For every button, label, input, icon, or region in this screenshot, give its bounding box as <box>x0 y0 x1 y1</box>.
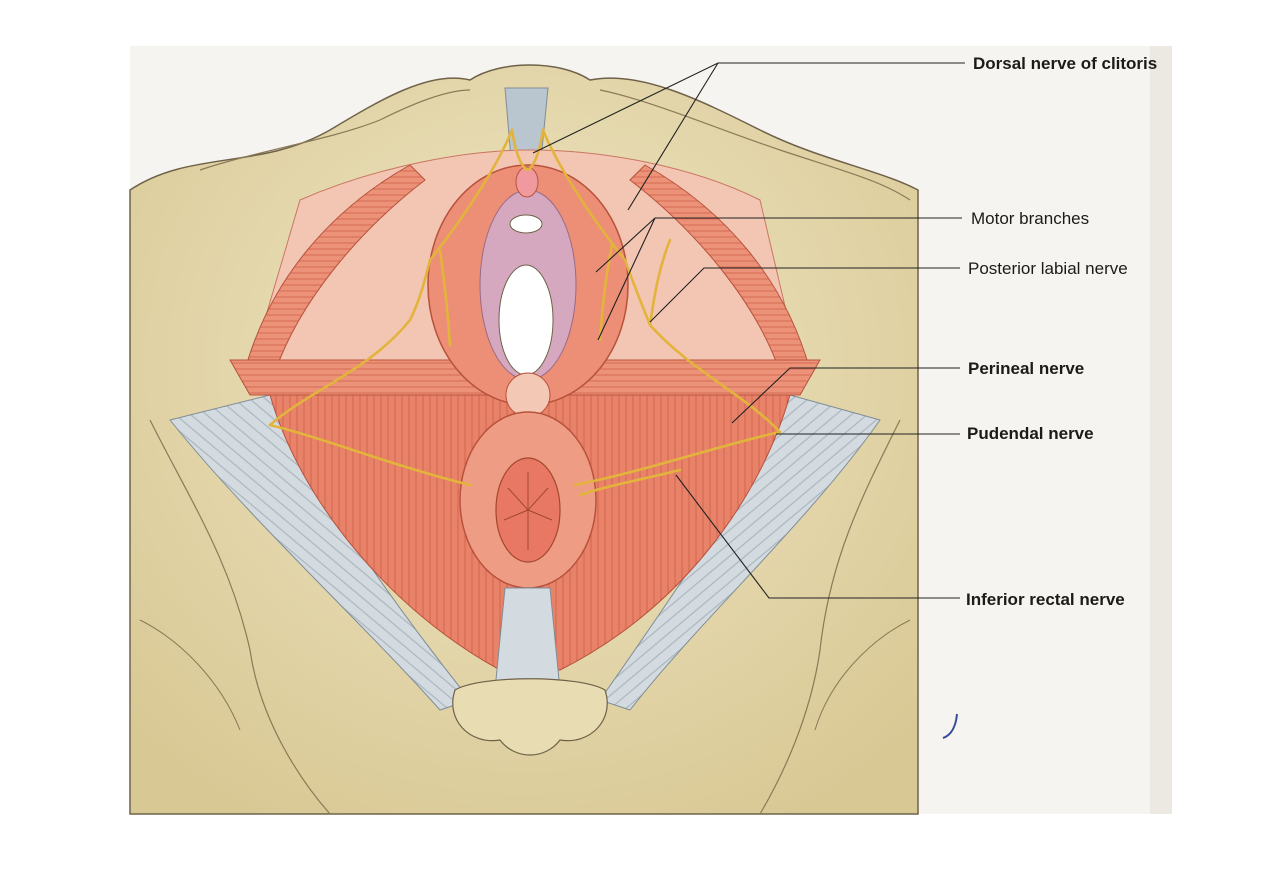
leader-motor-branches <box>595 217 962 341</box>
dorsal-nerve-right <box>541 128 627 262</box>
perineal-nerve-left <box>268 258 432 427</box>
vaginal-opening <box>498 264 554 376</box>
posterior-labial-nerve-right <box>648 238 672 327</box>
leader-perineal-nerve <box>731 367 960 424</box>
leader-dorsal-nerve-of-clitoris <box>532 62 965 211</box>
urethral-opening <box>509 214 543 234</box>
leader-inferior-rectal-nerve <box>675 474 960 599</box>
label-inferior-rectal-nerve: Inferior rectal nerve <box>966 590 1125 609</box>
dorsal-nerve-clitoris <box>510 128 545 172</box>
nerves <box>268 128 782 497</box>
label-posterior-labial-nerve: Posterior labial nerve <box>968 259 1128 278</box>
label-pudendal-nerve: Pudendal nerve <box>967 424 1094 443</box>
ischiocavernosus-left <box>244 164 426 373</box>
motor-branch-right <box>598 243 614 342</box>
anal-folds <box>503 472 553 550</box>
pudendal-nerve-left <box>268 423 472 487</box>
label-motor-branches: Motor branches <box>971 209 1090 228</box>
inferior-rectal-nerve-right <box>578 468 682 497</box>
perineal-body <box>505 372 551 418</box>
anococcygeal-ligament <box>494 587 561 691</box>
leader-posterior-labial-nerve <box>649 267 960 323</box>
dorsal-nerve-left <box>428 128 514 262</box>
motor-branch-left <box>438 248 452 347</box>
clitoris <box>515 166 539 198</box>
label-perineal-nerve: Perineal nerve <box>968 359 1085 378</box>
pen-mark <box>942 713 958 739</box>
leader-lines <box>532 62 965 599</box>
page-right-strip <box>1150 46 1172 814</box>
coccyx <box>452 678 608 756</box>
pudendal-nerve-right <box>573 430 782 487</box>
label-dorsal-nerve-of-clitoris: Dorsal nerve of clitoris <box>973 54 1158 73</box>
ischiocavernosus-right <box>629 164 811 373</box>
